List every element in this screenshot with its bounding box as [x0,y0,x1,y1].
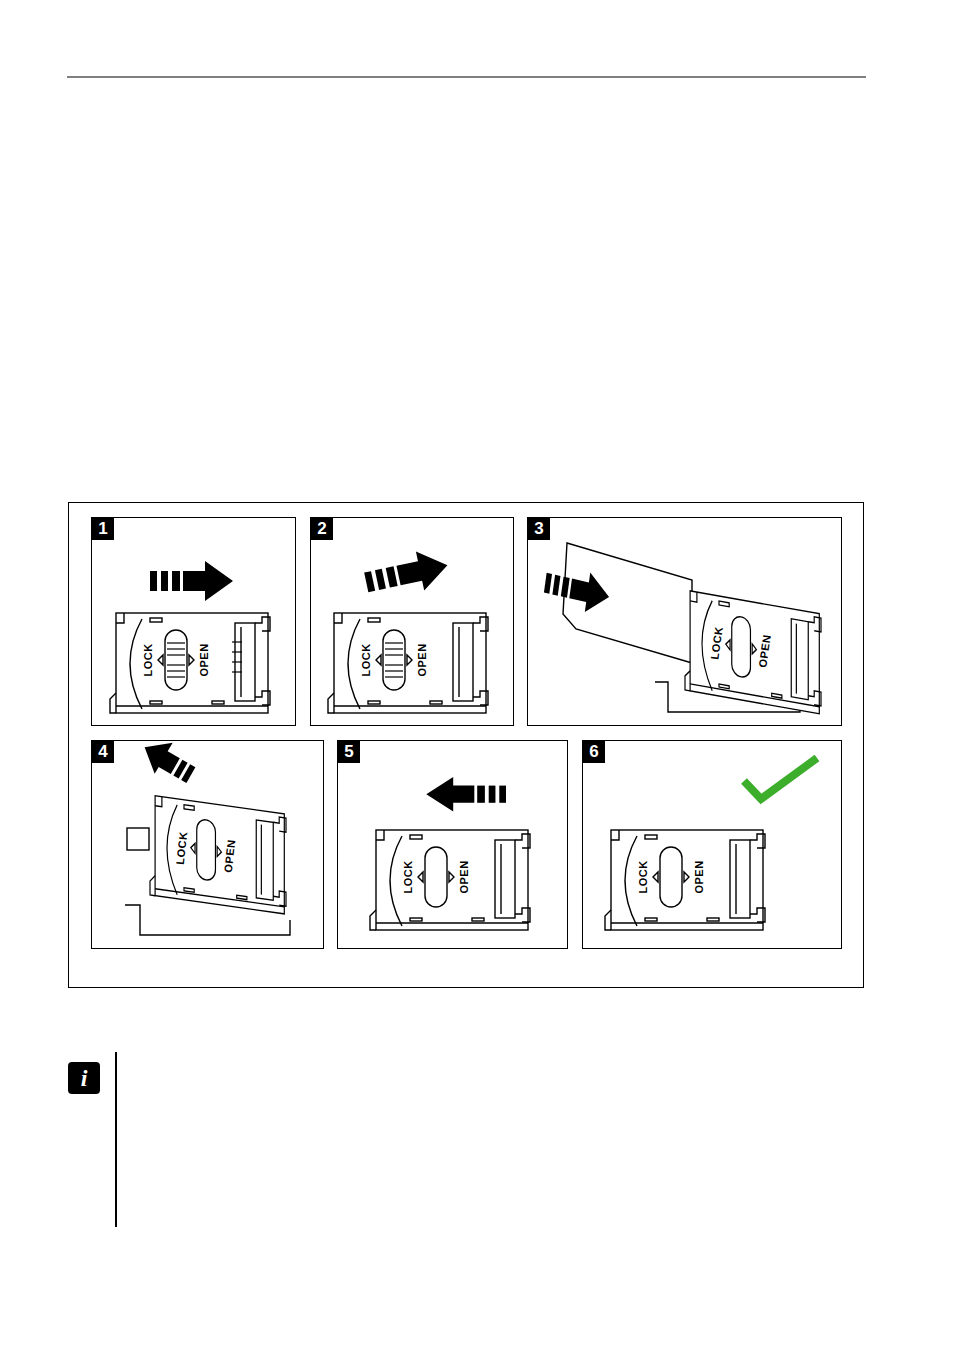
slider-label: OPEN [416,643,428,676]
step-number: 6 [583,741,605,763]
step-number: 5 [338,741,360,763]
slider-label: OPEN [693,860,705,893]
slider-label: LOCK [402,860,414,893]
step-panel: 3 [527,517,842,726]
step-number: 2 [311,518,333,540]
slider-label: OPEN [198,643,210,676]
info-icon: i [68,1062,100,1094]
step-panel: 6 [582,740,842,949]
step-number: 3 [528,518,550,540]
slider-label: OPEN [458,860,470,893]
step-panel: 2 [310,517,514,726]
step-panel: 4 [91,740,324,949]
slider-label: LOCK [142,643,154,676]
slider-label: LOCK [360,643,372,676]
step-panel: 5 [337,740,568,949]
step-number: 1 [92,518,114,540]
step-number: 4 [92,741,114,763]
step-panel: 1 [91,517,296,726]
slider-label: LOCK [637,860,649,893]
